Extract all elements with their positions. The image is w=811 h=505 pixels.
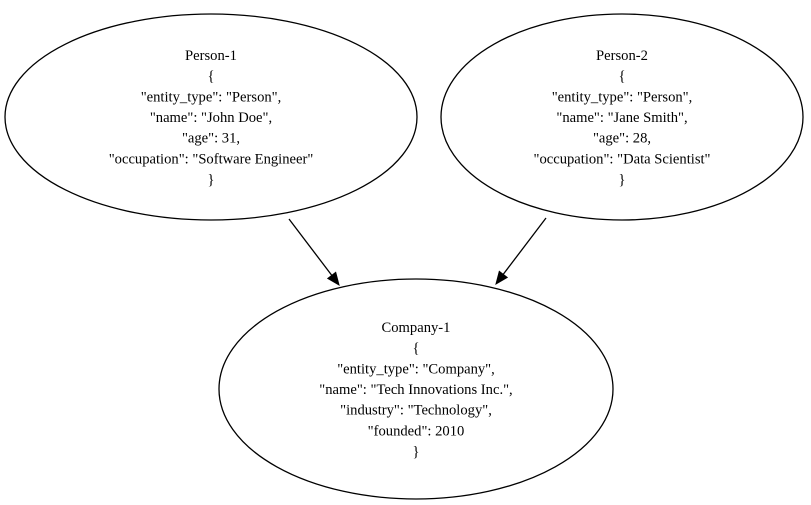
edge-line — [288, 218, 333, 276]
node-ellipse — [440, 13, 804, 221]
node-label-line: "name": "John Doe", — [150, 110, 272, 126]
node-label-line: "entity_type": "Company", — [337, 361, 495, 377]
node-label-line: { — [618, 69, 625, 85]
node-label-line: "founded": 2010 — [368, 423, 465, 439]
edge-person-2-to-company-1 — [495, 217, 547, 286]
node-label-line: } — [207, 172, 214, 188]
node-title: Person-2 — [596, 48, 648, 64]
arrowhead-icon — [495, 270, 509, 286]
node-label-line: "age": 31, — [182, 131, 240, 147]
node-label-line: "age": 28, — [593, 131, 651, 147]
node-label-line: "occupation": "Data Scientist" — [533, 151, 710, 167]
node-label-line: "occupation": "Software Engineer" — [109, 151, 314, 167]
node-label-line: "name": "Tech Innovations Inc.", — [319, 382, 512, 398]
node-company-1: Company-1 { "entity_type": "Company", "name… — [218, 278, 614, 500]
edges-layer — [288, 217, 547, 287]
edge-person-1-to-company-1 — [288, 218, 340, 287]
node-label-line: "entity_type": "Person", — [141, 89, 282, 105]
node-label-line: } — [618, 172, 625, 188]
node-person-2: Person-2 { "entity_type": "Person", "name":… — [440, 13, 804, 221]
node-title: Person-1 — [185, 48, 237, 64]
node-label-line: { — [207, 69, 214, 85]
node-label-line: { — [412, 341, 419, 357]
node-ellipse — [4, 13, 418, 221]
nodes-layer: Person-1 { "entity_type": "Person", "name":… — [4, 13, 804, 500]
node-label-line: "industry": "Technology", — [340, 403, 492, 419]
node-label-line: "entity_type": "Person", — [552, 89, 693, 105]
node-person-1: Person-1 { "entity_type": "Person", "name":… — [4, 13, 418, 221]
node-ellipse — [218, 278, 614, 500]
node-label-line: } — [412, 444, 419, 460]
arrowhead-icon — [326, 271, 340, 287]
node-label-line: "name": "Jane Smith", — [556, 110, 687, 126]
node-title: Company-1 — [382, 320, 451, 336]
edge-line — [502, 217, 547, 275]
